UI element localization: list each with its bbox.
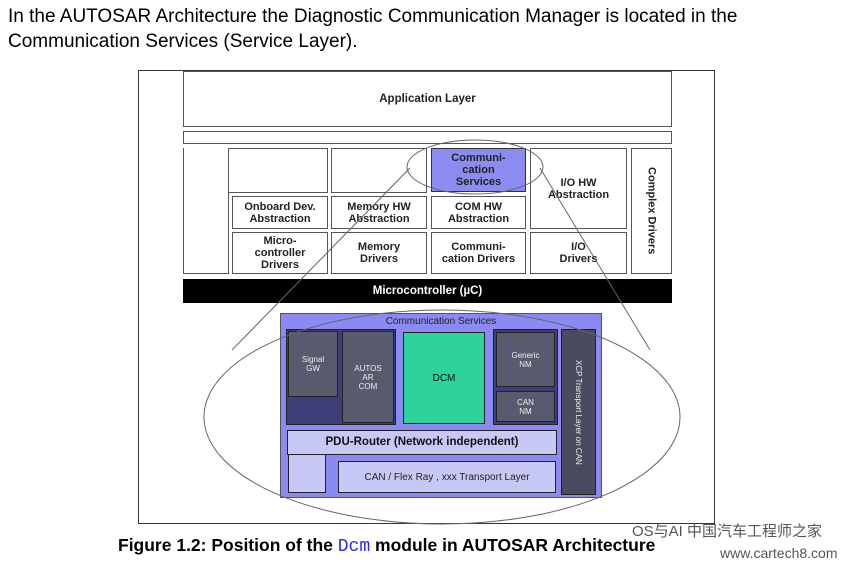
- microcontroller-bar: Microcontroller (µC): [183, 279, 672, 303]
- complex-drivers-label: Complex Drivers: [645, 167, 658, 255]
- rte-bar: [183, 131, 672, 144]
- communication-services-highlight: Communi- cation Services: [431, 148, 526, 192]
- com-hw-abstraction: COM HW Abstraction: [431, 196, 526, 229]
- signal-gw: Signal GW: [288, 331, 338, 397]
- complex-drivers: Complex Drivers: [631, 148, 672, 274]
- memory-services-box: [331, 148, 427, 193]
- callout-line-right: [539, 167, 651, 351]
- xcp-transport-layer: XCP Transport Layer on CAN: [561, 329, 596, 495]
- dcm-module: DCM: [403, 332, 485, 424]
- memory-drivers: Memory Drivers: [331, 232, 427, 274]
- detail-ellipse: [203, 309, 681, 525]
- intro-text: In the AUTOSAR Architecture the Diagnost…: [8, 6, 738, 52]
- left-column-box: [183, 148, 229, 274]
- memory-hw-abstraction: Memory HW Abstraction: [331, 196, 427, 229]
- application-layer: Application Layer: [183, 71, 672, 127]
- autosar-com: AUTOS AR COM: [342, 331, 394, 423]
- xcp-label: XCP Transport Layer on CAN: [574, 359, 583, 465]
- watermark-line2: www.cartech8.com: [720, 545, 838, 561]
- pdu-router-extension: [288, 455, 326, 493]
- highlight-ellipse: [406, 139, 544, 195]
- onboard-dev-abstraction: Onboard Dev. Abstraction: [232, 196, 328, 229]
- io-hw-abstraction: I/O HW Abstraction: [530, 148, 627, 229]
- caption-module: Dcm: [337, 537, 371, 557]
- transport-layer: CAN / Flex Ray , xxx Transport Layer: [338, 461, 556, 493]
- caption-prefix: Figure 1.2: Position of the: [118, 535, 338, 555]
- caption-suffix: module in AUTOSAR Architecture: [370, 535, 656, 555]
- callout-line-left: [231, 167, 411, 351]
- figure-caption: Figure 1.2: Position of the Dcm module i…: [118, 535, 655, 557]
- microcontroller-drivers: Micro- controller Drivers: [232, 232, 328, 274]
- communication-drivers: Communi- cation Drivers: [431, 232, 526, 274]
- generic-nm: Generic NM: [496, 332, 555, 387]
- can-nm: CAN NM: [496, 391, 555, 422]
- pdu-router: PDU-Router (Network independent): [287, 430, 557, 455]
- watermark-line1: OS与AI 中国汽车工程师之家: [632, 523, 823, 540]
- detail-title: Communication Services: [385, 316, 497, 327]
